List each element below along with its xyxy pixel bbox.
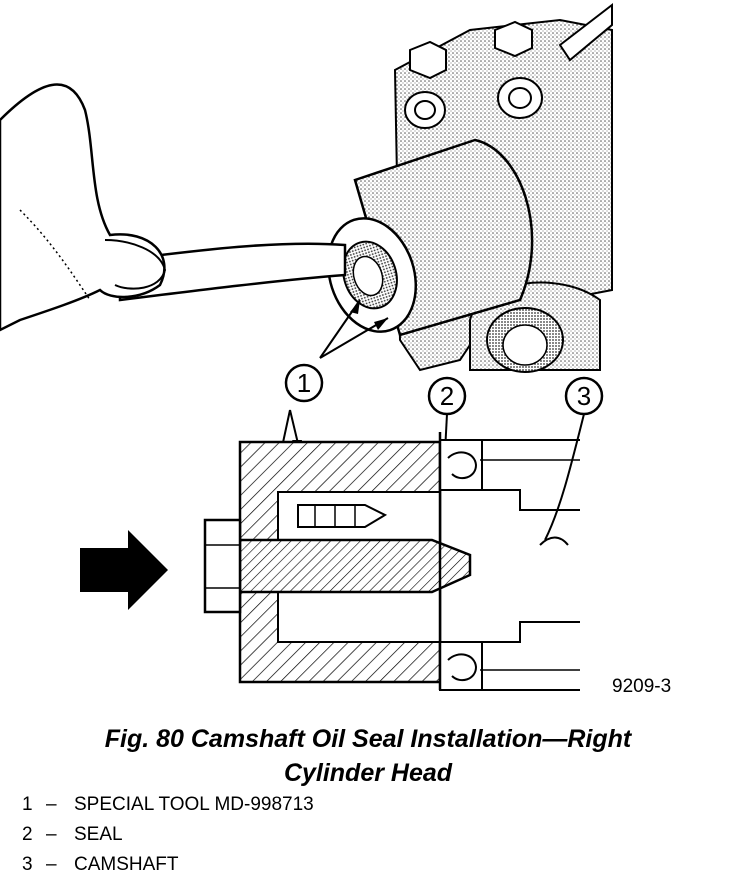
legend-text: SEAL xyxy=(74,824,123,845)
cylinder-head-illustration xyxy=(0,2,613,373)
figure-caption: Fig. 80 Camshaft Oil Seal Installation—R… xyxy=(0,722,736,790)
figure-id: 9209-3 xyxy=(612,676,671,697)
legend-dash: – xyxy=(46,854,57,875)
callout-3: 3 xyxy=(564,376,604,416)
legend-item: 1 – SPECIAL TOOL MD-998713 xyxy=(22,790,314,820)
legend-number: 1 xyxy=(22,794,33,815)
callout-2-label: 2 xyxy=(440,381,454,411)
arrow-right-icon xyxy=(80,530,168,610)
legend-text: CAMSHAFT xyxy=(74,854,179,875)
legend-item: 3 – CAMSHAFT xyxy=(22,850,314,880)
callout-3-label: 3 xyxy=(577,381,591,411)
installer-tool-icon xyxy=(326,138,534,337)
callout-1-label: 1 xyxy=(297,368,311,398)
caption-line-1: Fig. 80 Camshaft Oil Seal Installation—R… xyxy=(104,725,632,753)
cross-section-illustration xyxy=(203,409,585,691)
legend-list: 1 – SPECIAL TOOL MD-998713 2 – SEAL 3 – … xyxy=(22,790,314,880)
wrench-handle xyxy=(118,242,347,302)
bolt-icon xyxy=(404,20,543,129)
hand-icon xyxy=(0,83,167,332)
caption-line-2: Cylinder Head xyxy=(283,759,453,787)
bolt-section xyxy=(238,538,472,594)
legend-number: 3 xyxy=(22,854,33,875)
legend-dash: – xyxy=(46,824,57,845)
callout-2: 2 xyxy=(427,376,467,416)
legend-number: 2 xyxy=(22,824,33,845)
diagram: 1 2 3 xyxy=(0,2,671,697)
legend-dash: – xyxy=(46,794,57,815)
legend-item: 2 – SEAL xyxy=(22,820,314,850)
legend-text: SPECIAL TOOL MD-998713 xyxy=(74,794,314,815)
camshaft-section xyxy=(482,439,580,691)
callout-1: 1 xyxy=(284,363,324,403)
